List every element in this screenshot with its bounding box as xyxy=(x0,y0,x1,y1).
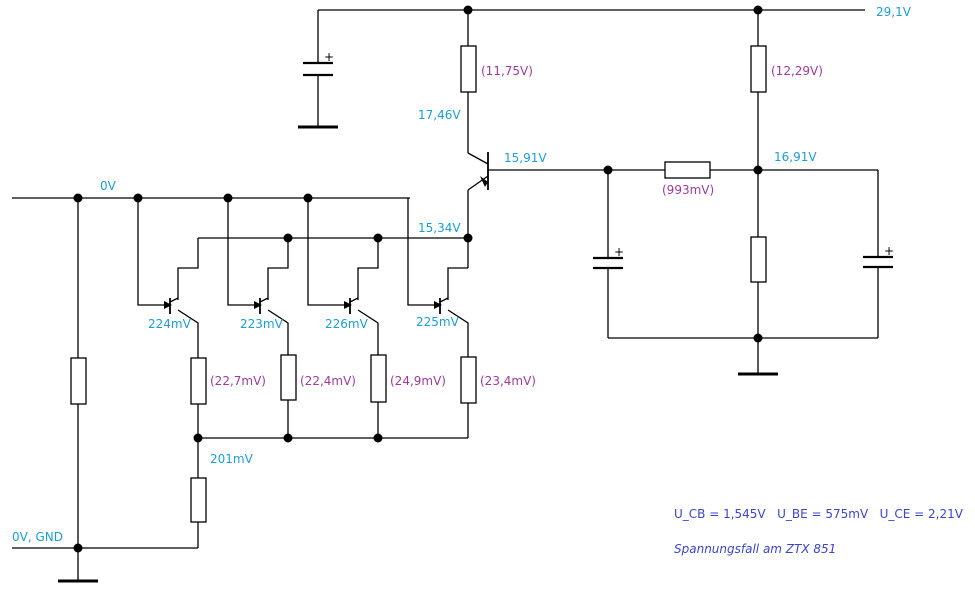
svg-text:+: + xyxy=(614,245,624,259)
divider-voltage-label: 16,91V xyxy=(774,150,817,164)
gnd-label: 0V, GND xyxy=(12,530,63,544)
resistors xyxy=(70,45,767,523)
rail-0v-label: 0V xyxy=(100,179,117,193)
emitter-3-drop-label: (24,9mV) xyxy=(390,374,446,388)
mirror-4-voltage-label: 225mV xyxy=(416,315,460,329)
base-drop-label: (993mV) xyxy=(662,183,714,197)
supply-voltage-label: 29,1V xyxy=(876,5,912,19)
svg-text:+: + xyxy=(324,50,334,64)
base-resistor xyxy=(664,161,711,179)
common-resistor xyxy=(190,477,207,523)
ground-symbols xyxy=(58,125,778,583)
main-transistor-ztx851 xyxy=(467,152,489,191)
mirror-transistor-1 xyxy=(164,297,179,314)
mirror-transistor-3 xyxy=(344,297,359,314)
divider-top-drop-label: (12,29V) xyxy=(771,64,823,78)
emitter-voltage-label: 15,34V xyxy=(418,221,461,235)
common-voltage-label: 201mV xyxy=(210,452,254,466)
emitter-resistor-2 xyxy=(280,354,297,401)
left-resistor xyxy=(70,357,87,405)
collector-voltage-label: 17,46V xyxy=(418,108,461,122)
capacitor-base: + xyxy=(593,245,624,270)
svg-text:+: + xyxy=(884,244,894,258)
emitter-resistor-1 xyxy=(190,357,207,405)
collector-drop-label: (11,75V) xyxy=(481,64,533,78)
emitter-4-drop-label: (23,4mV) xyxy=(480,374,536,388)
collector-resistor xyxy=(460,45,477,93)
capacitor-supply: + xyxy=(303,50,334,77)
base-voltage-label: 15,91V xyxy=(504,151,547,165)
emitter-resistor-3 xyxy=(370,354,387,403)
divider-top-resistor xyxy=(750,45,767,93)
mirror-transistor-2 xyxy=(254,297,269,314)
mirror-2-voltage-label: 223mV xyxy=(240,317,284,331)
emitter-2-drop-label: (22,4mV) xyxy=(300,374,356,388)
wires xyxy=(12,9,879,580)
emitter-resistor-4 xyxy=(460,356,477,404)
divider-bottom-resistor xyxy=(750,236,767,283)
voltages-note: U_CB = 1,545V U_BE = 575mV U_CE = 2,21V xyxy=(674,507,964,521)
capacitor-divider: + xyxy=(863,244,894,269)
mirror-1-voltage-label: 224mV xyxy=(148,317,192,331)
mirror-transistor-4 xyxy=(434,297,449,314)
junction-dots xyxy=(73,5,763,553)
emitter-1-drop-label: (22,7mV) xyxy=(210,374,266,388)
drop-labels: (11,75V) (12,29V) (993mV) (22,7mV) (22,4… xyxy=(210,64,823,388)
node-labels: 29,1V 17,46V 15,91V 15,34V 16,91V 0V 0V,… xyxy=(12,5,912,544)
caption-note: Spannungsfall am ZTX 851 xyxy=(674,542,836,556)
mirror-3-voltage-label: 226mV xyxy=(325,317,369,331)
notes: U_CB = 1,545V U_BE = 575mV U_CE = 2,21V … xyxy=(674,507,964,556)
